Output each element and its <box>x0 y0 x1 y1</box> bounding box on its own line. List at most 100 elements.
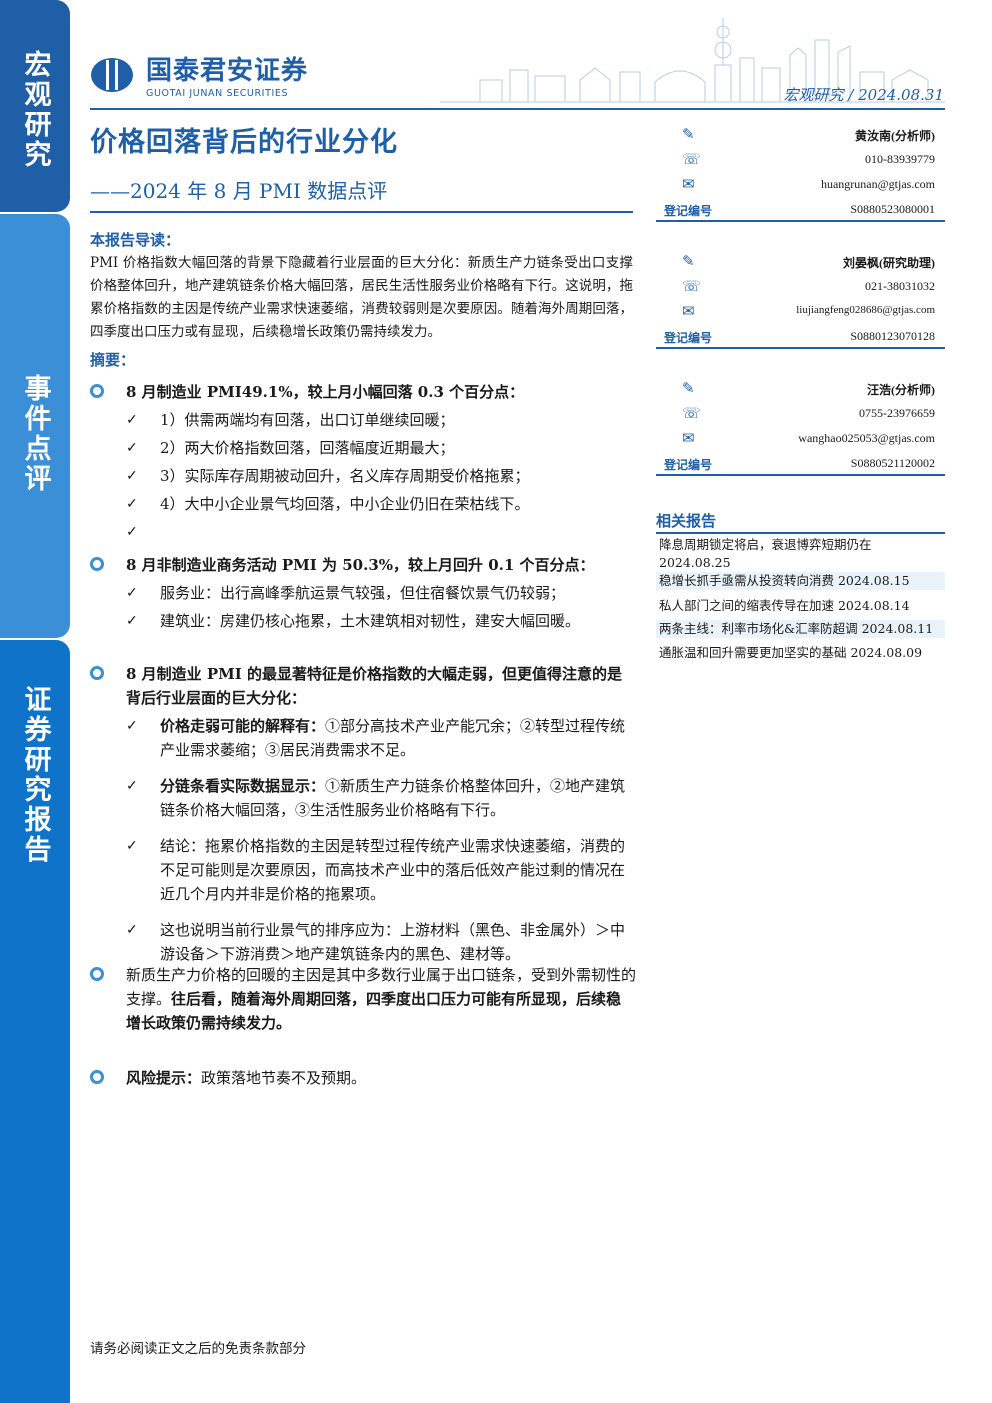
sidebar-section-macro: 宏观研究 <box>0 0 70 212</box>
bullet-dot-icon <box>90 384 104 398</box>
analyst-reg: S0880521120002 <box>850 456 935 470</box>
bullet-title: 8 月制造业 PMI49.1%，较上月小幅回落 0.3 个百分点： <box>126 383 525 401</box>
analyst-card: ✎ 汪浩(分析师) ☏ 0755-23976659 ✉ wanghao025053@g… <box>656 376 945 476</box>
outlook-bold: 往后看，随着海外周期回落，四季度出口压力可能有所显现，后续稳增长政策仍需持续发力… <box>126 990 622 1032</box>
header-divider <box>90 108 945 110</box>
report-date: 2024.08.31 <box>858 86 944 104</box>
mail-icon: ✉ <box>682 175 695 193</box>
related-report-link[interactable]: 降息周期锁定将启，衰退博弈短期仍在 2024.08.25 <box>659 537 872 570</box>
analyst-phone: 0755-23976659 <box>859 406 935 420</box>
list-item: 2）两大价格指数回落，回落幅度近期最大； <box>160 439 455 457</box>
reg-label: 登记编号 <box>664 331 713 345</box>
sidebar-section-event: 事件点评 <box>0 214 70 638</box>
disclaimer-notice: 请务必阅读正文之后的免责条款部分 <box>90 1341 306 1357</box>
risk-label: 风险提示： <box>126 1069 202 1087</box>
analyst-reg: S0880123070128 <box>850 329 935 343</box>
check-icon: ✓ <box>126 778 138 794</box>
logo-text-cn: 国泰君安证券 <box>146 56 309 86</box>
pen-icon: ✎ <box>682 125 695 143</box>
analyst-card: ✎ 刘晏枫(研究助理) ☏ 021-38031032 ✉ liujiangfeng02… <box>656 249 945 349</box>
bullet-dot-icon <box>90 557 104 571</box>
check-icon: ✓ <box>126 585 138 601</box>
list-item: 3）实际库存周期被动回升，名义库存周期受价格拖累； <box>160 467 530 485</box>
analyst-phone: 021-38031032 <box>865 279 935 293</box>
phone-icon: ☏ <box>682 277 701 295</box>
risk-text: 政策落地节奏不及预期。 <box>201 1069 367 1087</box>
related-report-link[interactable]: 通胀温和回升需要更加坚实的基础 2024.08.09 <box>659 645 923 660</box>
related-report-link[interactable]: 稳增长抓手亟需从投资转向消费 2024.08.15 <box>656 572 945 590</box>
phone-icon: ☏ <box>682 404 701 422</box>
summary-bullet-risk: 风险提示：政策落地节奏不及预期。 <box>90 1066 636 1090</box>
analyst-email[interactable]: liujiangfeng028686@gtjas.com <box>796 304 935 316</box>
header-category-date: 宏观研究 / 2024.08.31 <box>783 84 944 105</box>
sidebar-label: 事件点评 <box>19 374 51 494</box>
analyst-reg: S0880523080001 <box>850 202 935 216</box>
related-reports-heading: 相关报告 <box>656 512 717 530</box>
reg-label: 登记编号 <box>664 458 713 472</box>
separator: / <box>848 86 859 104</box>
title-divider <box>90 211 633 213</box>
bullet-title: 8 月非制造业商务活动 PMI 为 50.3%，较上月回升 0.1 个百分点： <box>126 556 595 574</box>
check-icon: ✓ <box>126 468 138 484</box>
related-divider <box>656 532 945 534</box>
summary-bullet-price-divergence: 8 月制造业 PMI 的最显著特征是价格指数的大幅走弱，但更值得注意的是背后行业… <box>90 662 636 966</box>
related-report-link[interactable]: 两条主线：利率市场化&汇率防超调 2024.08.11 <box>656 620 945 638</box>
analyst-email[interactable]: wanghao025053@gtjas.com <box>798 431 935 445</box>
list-item: 建筑业：房建仍核心拖累，土木建筑相对韧性，建安大幅回暖。 <box>160 612 581 630</box>
list-item: 4）大中小企业景气均回落，中小企业仍旧在荣枯线下。 <box>160 495 530 513</box>
item-text: 结论：拖累价格指数的主因是转型过程传统产业需求快速萎缩，消费的不足可能则是次要原… <box>160 837 626 903</box>
reg-label: 登记编号 <box>664 204 713 218</box>
bullet-dot-icon <box>90 666 104 680</box>
item-text: 这也说明当前行业景气的排序应为：上游材料（黑色、非金属外）＞中游设备＞下游消费＞… <box>160 921 626 963</box>
analyst-name: 黄汝南(分析师) <box>855 129 935 143</box>
bullet-dot-icon <box>90 1070 104 1084</box>
analyst-divider <box>656 347 945 349</box>
logo-text-en: GUOTAI JUNAN SECURITIES <box>146 88 289 99</box>
check-icon: ✓ <box>126 922 138 938</box>
report-category: 宏观研究 <box>783 86 844 104</box>
logo-mark-icon <box>91 57 133 92</box>
outlook-text: 新质生产力价格的回暖的主因是其中多数行业属于出口链条，受到外需韧性的支撑。 <box>126 966 637 1008</box>
analyst-name: 汪浩(分析师) <box>867 383 935 397</box>
list-item: 1）供需两端均有回落，出口订单继续回暖； <box>160 411 455 429</box>
sidebar-label: 证券研究报告 <box>19 685 51 865</box>
check-icon: ✓ <box>126 838 138 854</box>
analyst-email[interactable]: huangrunan@gtjas.com <box>820 177 935 191</box>
mail-icon: ✉ <box>682 429 695 447</box>
pen-icon: ✎ <box>682 379 695 397</box>
list-item: 服务业：出行高峰季航运景气较强，但住宿餐饮景气仍较弱； <box>160 584 566 602</box>
summary-bullet-manufacturing: 8 月制造业 PMI49.1%，较上月小幅回落 0.3 个百分点： ✓ 1）供需两… <box>90 380 636 544</box>
phone-icon: ☏ <box>682 150 701 168</box>
sidebar-section-report: 证券研究报告 <box>0 640 70 1403</box>
summary-bullet-outlook: 新质生产力价格的回暖的主因是其中多数行业属于出口链条，受到外需韧性的支撑。往后看… <box>90 963 636 1035</box>
item-bold-lead: 价格走弱可能的解释有： <box>160 717 326 735</box>
check-icon: ✓ <box>126 412 138 428</box>
mail-icon: ✉ <box>682 302 695 320</box>
bullet-title: 8 月制造业 PMI 的最显著特征是价格指数的大幅走弱，但更值得注意的是背后行业… <box>126 665 623 707</box>
analyst-card: ✎ 黄汝南(分析师) ☏ 010-83939779 ✉ huangrunan@gtja… <box>656 122 945 222</box>
summary-bullet-non-manufacturing: 8 月非制造业商务活动 PMI 为 50.3%，较上月回升 0.1 个百分点： … <box>90 553 636 633</box>
guide-text: PMI 价格指数大幅回落的背景下隐藏着行业层面的巨大分化：新质生产力链条受出口支… <box>90 255 633 340</box>
sidebar-label: 宏观研究 <box>19 50 51 170</box>
analyst-divider <box>656 474 945 476</box>
check-icon: ✓ <box>126 440 138 456</box>
analyst-phone: 010-83939779 <box>865 152 935 166</box>
guide-heading: 本报告导读： <box>90 231 181 249</box>
city-skyline-icon <box>440 18 945 103</box>
bullet-dot-icon <box>90 967 104 981</box>
item-bold-lead: 分链条看实际数据显示： <box>160 777 326 795</box>
item-text: ①新质生产力链条价格整体回升，②地产建筑链条价格大幅回落，③生活性服务业价格略有… <box>160 777 626 819</box>
summary-heading: 摘要： <box>90 351 136 369</box>
check-icon: ✓ <box>126 496 138 512</box>
analyst-name: 刘晏枫(研究助理) <box>843 256 935 270</box>
check-icon: ✓ <box>126 613 138 629</box>
item-text: ①部分高技术产业产能冗余；②转型过程传统产业需求萎缩；③居民消费需求不足。 <box>160 717 626 759</box>
company-logo: 国泰君安证券 GUOTAI JUNAN SECURITIES <box>90 50 308 99</box>
related-report-link[interactable]: 私人部门之间的缩表传导在加速 2024.08.14 <box>659 598 910 613</box>
check-icon: ✓ <box>126 524 138 540</box>
report-title: 价格回落背后的行业分化 <box>90 127 398 158</box>
sidebar: 宏观研究 事件点评 证券研究报告 <box>0 0 72 1403</box>
report-subtitle: ——2024 年 8 月 PMI 数据点评 <box>90 179 388 203</box>
analyst-divider <box>656 220 945 222</box>
pen-icon: ✎ <box>682 252 695 270</box>
